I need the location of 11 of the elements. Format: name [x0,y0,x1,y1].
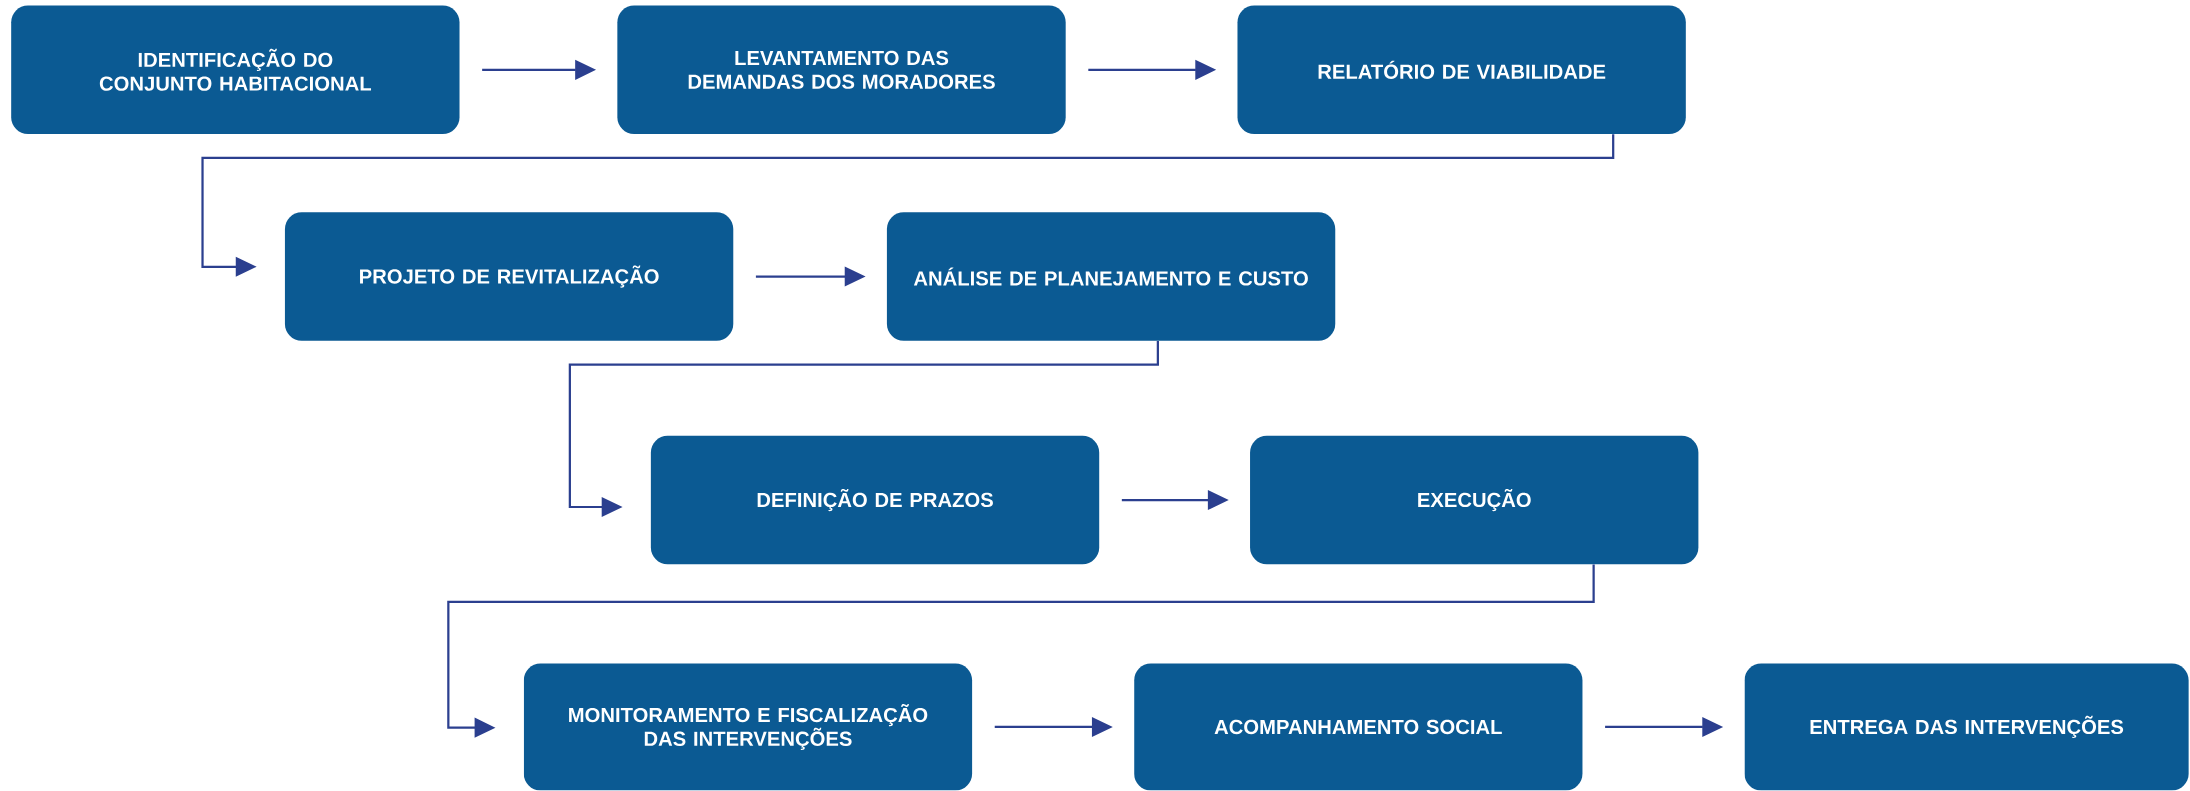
process-box: EXECUÇÃO [1250,436,1699,565]
process-box: ENTREGA DAS INTERVENÇÕES [1744,663,2189,791]
process-box: LEVANTAMENTO DAS DEMANDAS DOS MORADORES [617,5,1066,135]
process-box: DEFINIÇÃO DE PRAZOS [650,436,1100,565]
process-box: PROJETO DE REVITALIZAÇÃO [284,212,734,341]
process-box: ACOMPANHAMENTO SOCIAL [1134,663,1583,791]
process-box: ANÁLISE DE PLANEJAMENTO E CUSTO [886,212,1336,341]
process-box: RELATÓRIO DE VIABILIDADE [1237,5,1686,135]
process-box: IDENTIFICAÇÃO DO CONJUNTO HABITACIONAL [11,5,460,135]
arrow [447,564,1595,738]
process-box: MONITORAMENTO E FISCALIZAÇÃO DAS INTERVENÇÕES [523,663,973,791]
